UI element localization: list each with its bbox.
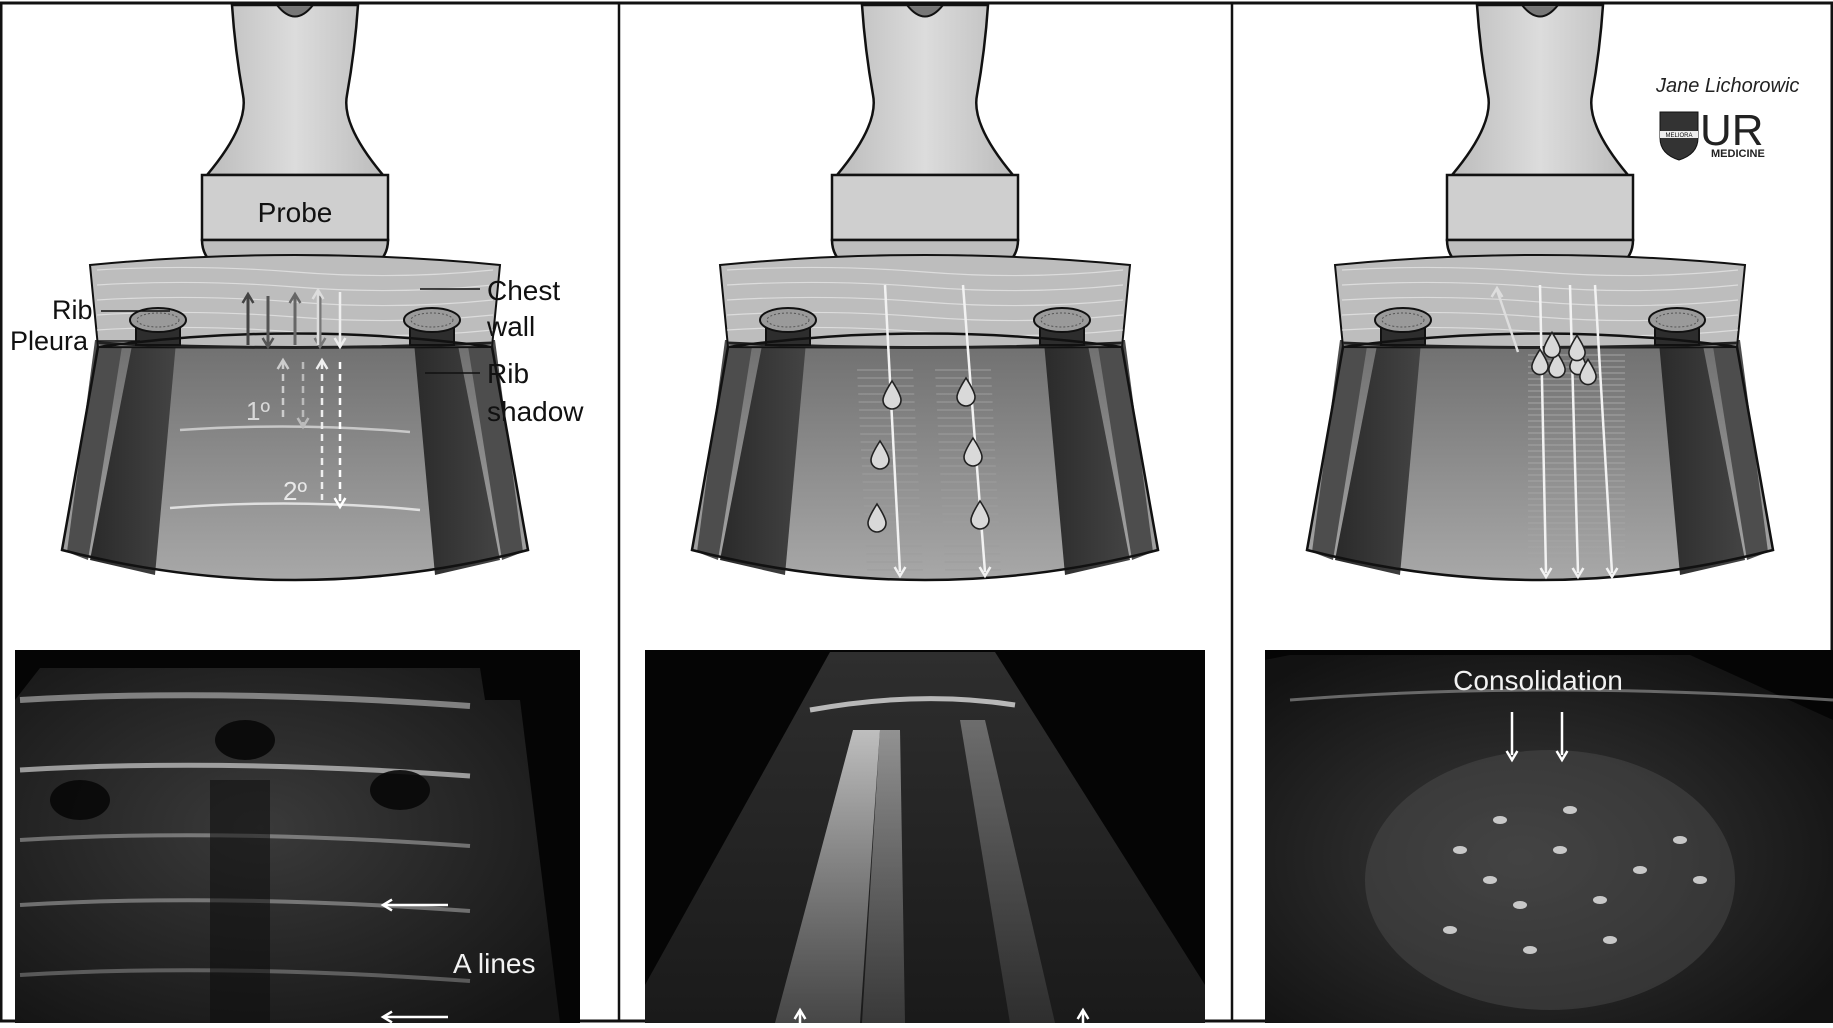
probe-body (832, 175, 1018, 240)
probe-handle (1452, 5, 1628, 175)
probe-label: Probe (258, 197, 333, 228)
panel-b-lines (645, 5, 1205, 1023)
rib-shadow-label-line2: shadow (487, 396, 584, 427)
rib-left (760, 308, 816, 332)
air-bronchogram-echo (1673, 836, 1687, 844)
a-lines-label: A lines (453, 948, 536, 979)
air-bronchogram-echo (1693, 876, 1707, 884)
air-bronchogram-echo (1493, 816, 1507, 824)
air-bronchogram-echo (1513, 901, 1527, 909)
rib-shadow-echo (50, 780, 110, 820)
rib-right (1034, 308, 1090, 332)
logo-subtext: MEDICINE (1711, 148, 1765, 160)
probe-handle (837, 5, 1013, 175)
rib-right (1649, 308, 1705, 332)
probe-body (1447, 175, 1633, 240)
air-bronchogram-echo (1553, 846, 1567, 854)
shield-motto: MELIORA (1665, 133, 1692, 139)
chest-wall-label: Chest (487, 275, 560, 306)
air-bronchogram-echo (1633, 866, 1647, 874)
rib-label: Rib (52, 295, 93, 325)
rib-shadow-label: Rib (487, 358, 529, 389)
air-bronchogram-echo (1523, 946, 1537, 954)
rib-right (404, 308, 460, 332)
acoustic-shadow (210, 780, 270, 1023)
air-bronchogram-echo (1453, 846, 1467, 854)
rib-shadow-echo (370, 770, 430, 810)
shield-icon: MELIORA (1660, 112, 1698, 160)
pleura-label: Pleura (10, 326, 89, 356)
consolidation-label: Consolidation (1453, 665, 1623, 696)
rib-shadow-echo (215, 720, 275, 760)
chest-wall-label-line2: wall (486, 311, 535, 342)
rib-left (1375, 308, 1431, 332)
primary-reverberation-label: 1º (246, 396, 270, 426)
air-bronchogram-echo (1443, 926, 1457, 934)
air-bronchogram-echo (1603, 936, 1617, 944)
consolidated-lung-region (1365, 750, 1735, 1010)
secondary-reverberation-label: 2º (283, 476, 307, 506)
probe-handle (207, 5, 383, 175)
air-bronchogram-echo (1483, 876, 1497, 884)
air-bronchogram-echo (1563, 806, 1577, 814)
air-bronchogram-echo (1593, 896, 1607, 904)
ur-medicine-logo: Jane Lichorowic MELIORA UR MEDICINE (1655, 75, 1799, 160)
panel-a-lines (15, 5, 580, 1023)
artist-signature: Jane Lichorowic (1655, 75, 1799, 97)
